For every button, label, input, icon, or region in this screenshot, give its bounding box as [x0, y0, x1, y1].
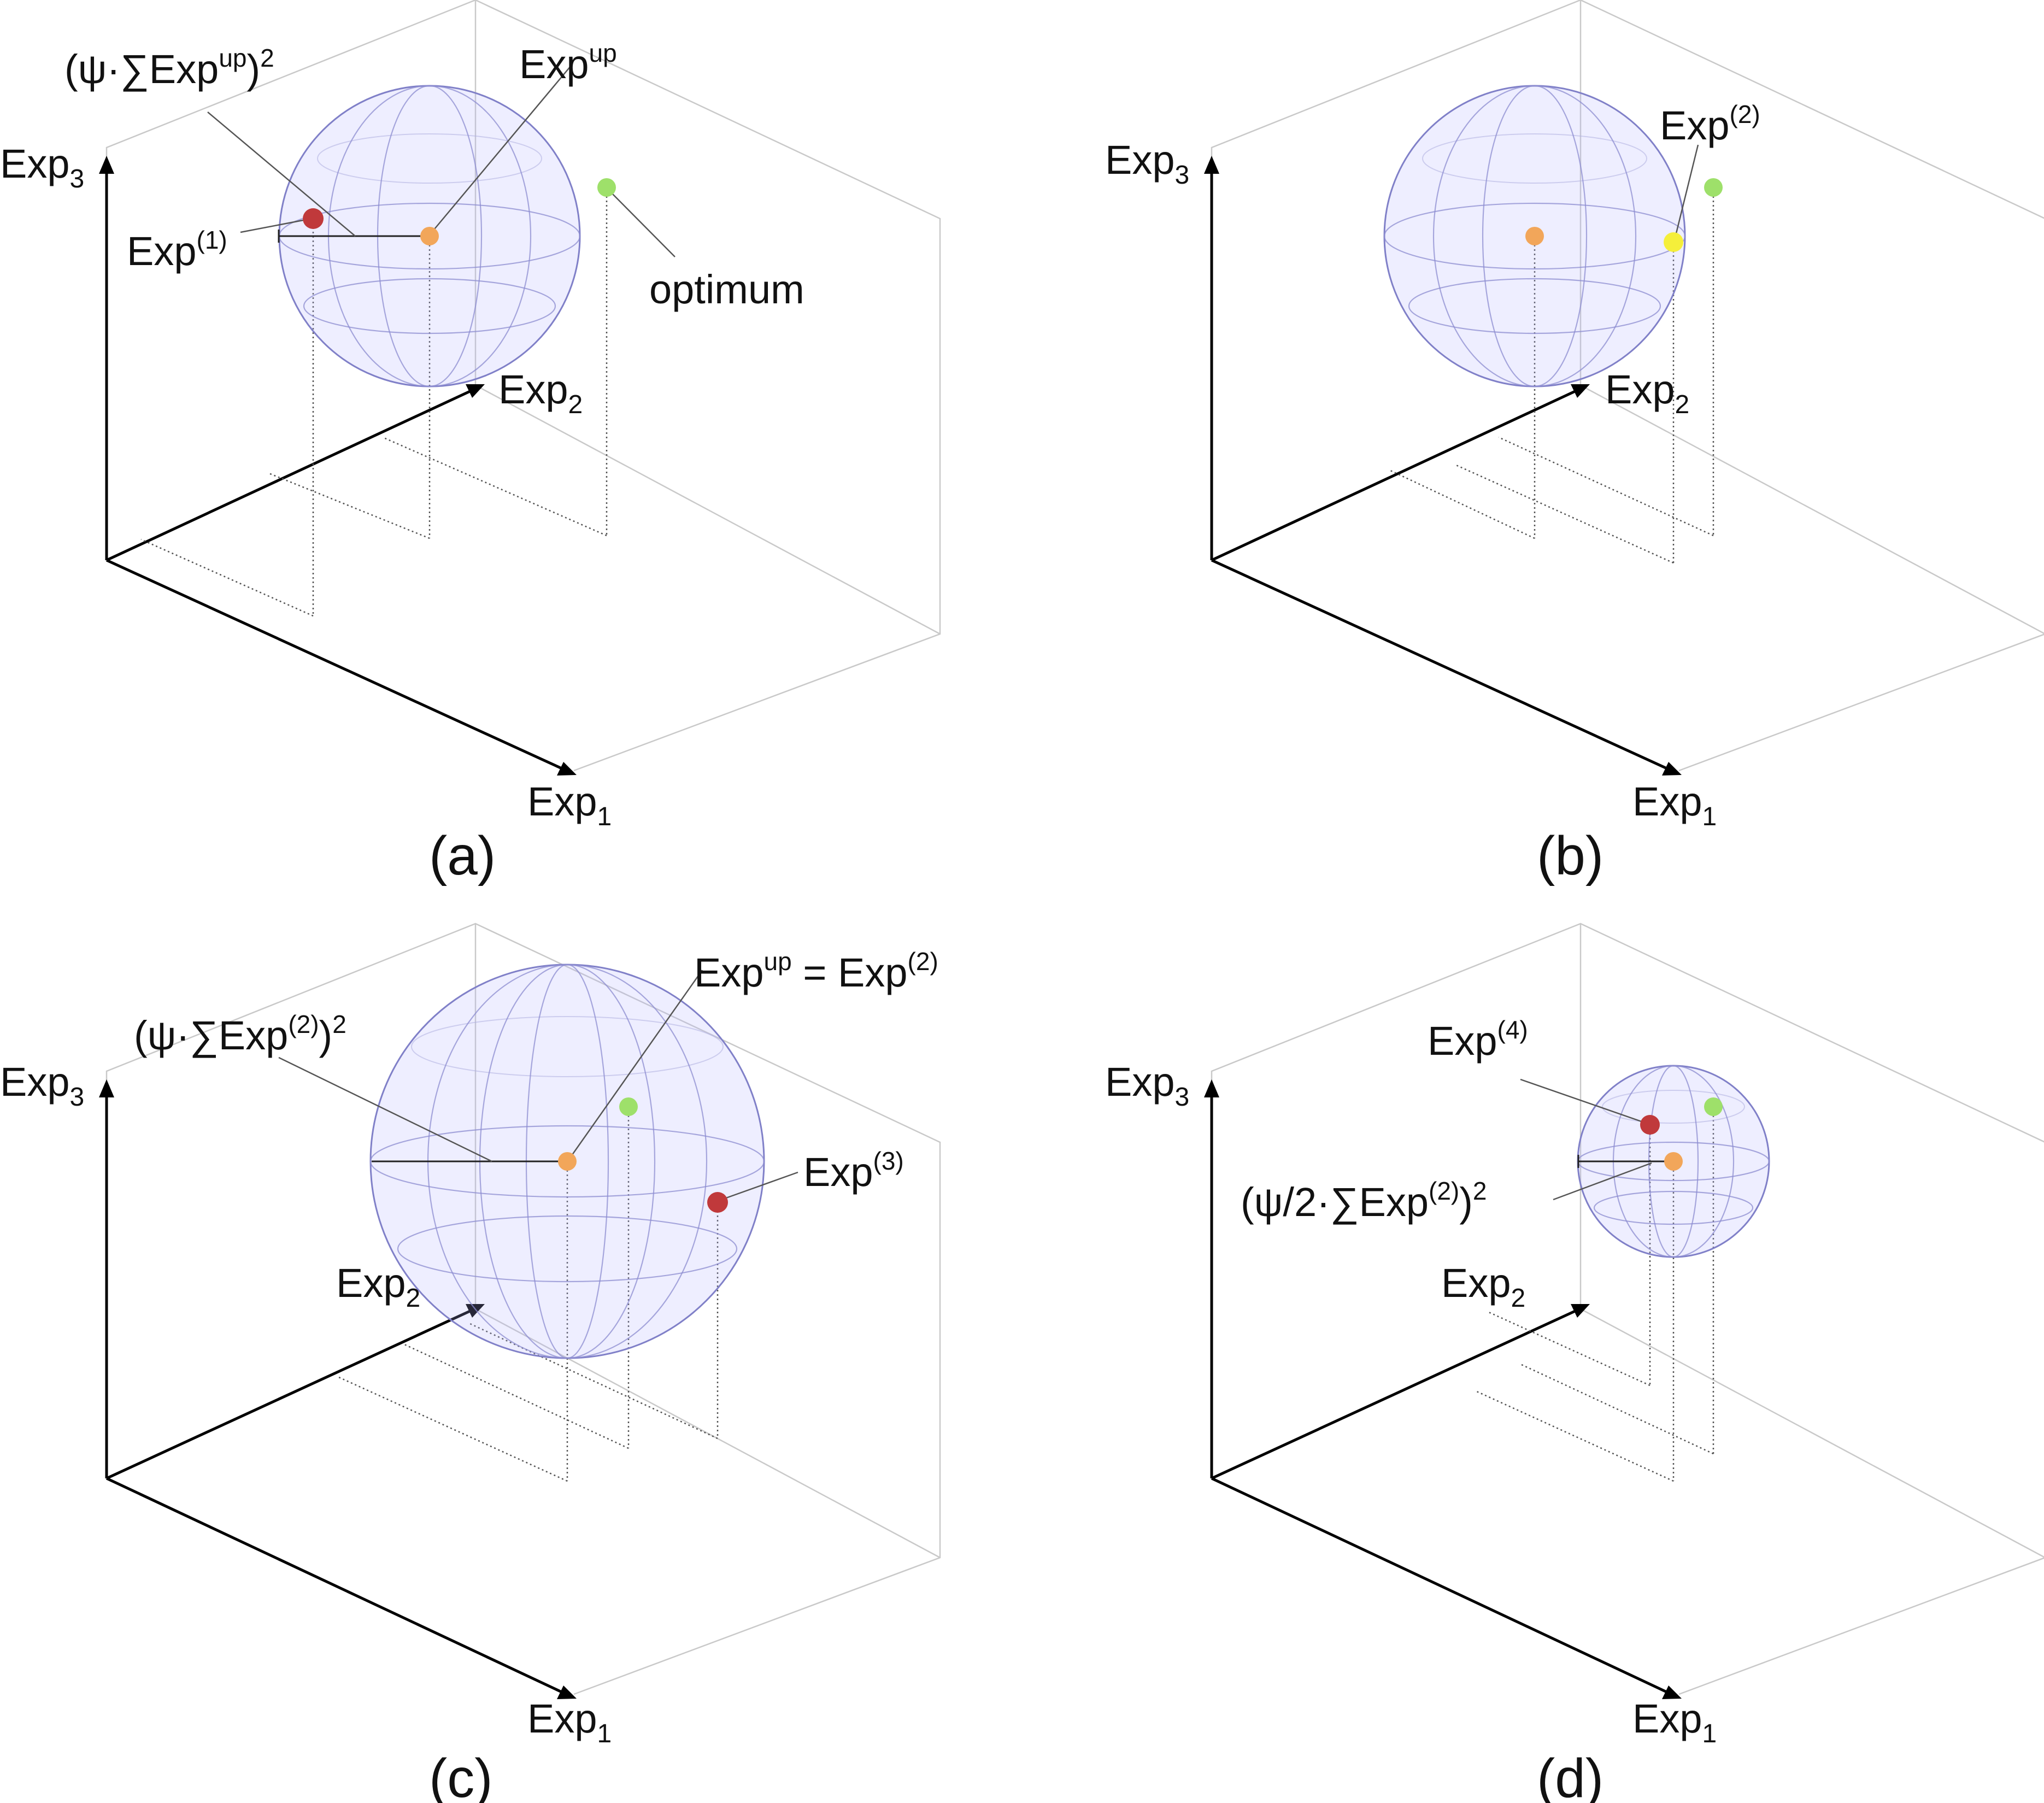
point-optimum: [597, 178, 616, 197]
label-radius: (ψ·∑Expup)2: [64, 44, 274, 92]
point-exp-up: [1525, 227, 1544, 245]
point-exp1: [303, 208, 324, 229]
axis-label-exp2: Exp2: [1605, 367, 1689, 419]
leaders: [1520, 1078, 1652, 1201]
axis-label-exp1: Exp1: [527, 779, 612, 831]
point-exp4: [1640, 1115, 1660, 1135]
leaders: [207, 65, 676, 257]
axis-exp2: [1211, 389, 1577, 562]
label-exp1-point: Exp(1): [127, 226, 227, 274]
arrow-exp3: [99, 1079, 114, 1097]
point-optimum: [1704, 178, 1723, 197]
panel-d: Exp3 Exp2 Exp1 Exp(4) (ψ/2·∑Exp(2))2 (d): [1105, 923, 2044, 1803]
axes: [99, 1079, 577, 1699]
arrow-exp3: [99, 156, 114, 174]
point-exp-up: [420, 227, 439, 245]
arrow-exp1: [1662, 1685, 1682, 1699]
axis-exp2: [1211, 1309, 1577, 1480]
label-exp4-point: Exp(4): [1428, 1015, 1528, 1064]
axis-label-exp3: Exp3: [0, 141, 84, 193]
panel-a: Exp3 Exp2 Exp1 (ψ·∑Expup)2 Expup Exp(1) …: [0, 0, 941, 886]
label-exp3-point: Exp(3): [803, 1147, 904, 1195]
drop-lines: [140, 187, 608, 617]
arrow-exp2: [466, 384, 485, 398]
radius-line: [278, 230, 430, 243]
axis-label-exp3: Exp3: [1105, 137, 1189, 190]
axis-exp1: [1211, 1477, 1669, 1694]
panel-b: Exp3 Exp2 Exp1 Exp(2) (b): [1105, 0, 2044, 886]
arrow-exp2: [1571, 1304, 1590, 1318]
label-optimum: optimum: [649, 267, 804, 312]
axis-label-exp2: Exp2: [336, 1260, 420, 1313]
axis-label-exp2: Exp2: [498, 367, 583, 419]
axis-exp2: [105, 389, 472, 562]
caption-b: (b): [1537, 825, 1604, 886]
axis-label-exp3: Exp3: [0, 1059, 84, 1112]
point-exp-up: [1664, 1152, 1683, 1171]
label-exp-up: Expup: [519, 39, 617, 87]
label-radius: (ψ·∑Exp(2))2: [134, 1010, 346, 1058]
axes: [99, 156, 577, 776]
axis-exp1: [1211, 559, 1669, 771]
axis-label-exp1: Exp1: [1632, 779, 1717, 831]
arrow-exp2: [1571, 384, 1590, 398]
axis-exp1: [105, 1477, 564, 1694]
arrow-exp3: [1204, 1079, 1219, 1097]
label-exp-up-eq: Expup = Exp(2): [694, 947, 938, 995]
arrow-exp1: [557, 762, 577, 776]
drop-lines: [1476, 1107, 1714, 1482]
point-optimum: [1704, 1097, 1723, 1116]
point-exp2: [1664, 232, 1683, 252]
label-radius: (ψ/2·∑Exp(2))2: [1241, 1177, 1487, 1225]
caption-c: (c): [429, 1748, 493, 1803]
axis-label-exp1: Exp1: [1632, 1696, 1717, 1748]
axes: [1204, 1079, 1682, 1699]
axes: [1204, 156, 1682, 776]
panel-c: Exp3 Exp2 Exp1 (ψ·∑Exp(2))2 Expup = Exp(…: [0, 923, 941, 1803]
caption-a: (a): [429, 825, 496, 886]
label-exp2-point: Exp(2): [1660, 100, 1760, 148]
bounding-cube: [1211, 923, 2044, 1695]
axis-exp2: [105, 1309, 472, 1480]
arrow-exp2: [466, 1304, 485, 1318]
point-exp3: [707, 1192, 728, 1213]
arrow-exp3: [1204, 156, 1219, 174]
axis-exp1: [105, 559, 564, 771]
point-optimum: [619, 1097, 638, 1116]
axis-label-exp1: Exp1: [527, 1696, 612, 1748]
axis-label-exp2: Exp2: [1441, 1260, 1525, 1313]
arrow-exp1: [557, 1685, 577, 1699]
arrow-exp1: [1662, 762, 1682, 776]
axis-label-exp3: Exp3: [1105, 1059, 1189, 1112]
caption-d: (d): [1537, 1748, 1604, 1803]
drop-lines: [338, 1107, 719, 1482]
leaders: [278, 970, 798, 1201]
leader-exp2: [1674, 144, 1699, 238]
point-exp-up: [558, 1152, 577, 1171]
